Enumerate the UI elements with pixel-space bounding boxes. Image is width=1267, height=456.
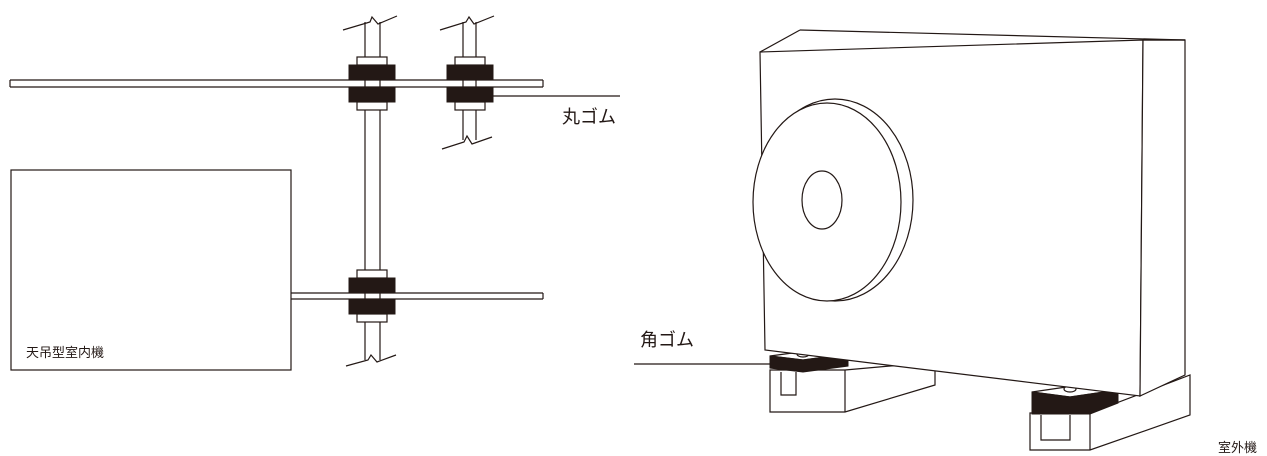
round-rubber-mount-1	[348, 56, 396, 111]
indoor-unit-box	[10, 169, 292, 371]
hanging-bolt-right	[439, 15, 495, 150]
round-rubber-mount-2	[446, 56, 494, 111]
round-rubber-mount-3	[348, 269, 396, 323]
outdoor-installation: 角ゴム 室外機	[634, 29, 1257, 456]
indoor-installation: 丸ゴム 天吊型室内機	[9, 15, 620, 371]
lower-rail	[291, 292, 544, 300]
fan-grille	[752, 98, 914, 302]
indoor-unit-label: 天吊型室内機	[26, 345, 104, 361]
round-rubber-label: 丸ゴム	[562, 107, 616, 128]
base-block-left	[769, 361, 936, 413]
square-rubber-label: 角ゴム	[640, 330, 694, 351]
outdoor-unit-label: 室外機	[1218, 440, 1257, 456]
upper-rail	[9, 79, 544, 88]
